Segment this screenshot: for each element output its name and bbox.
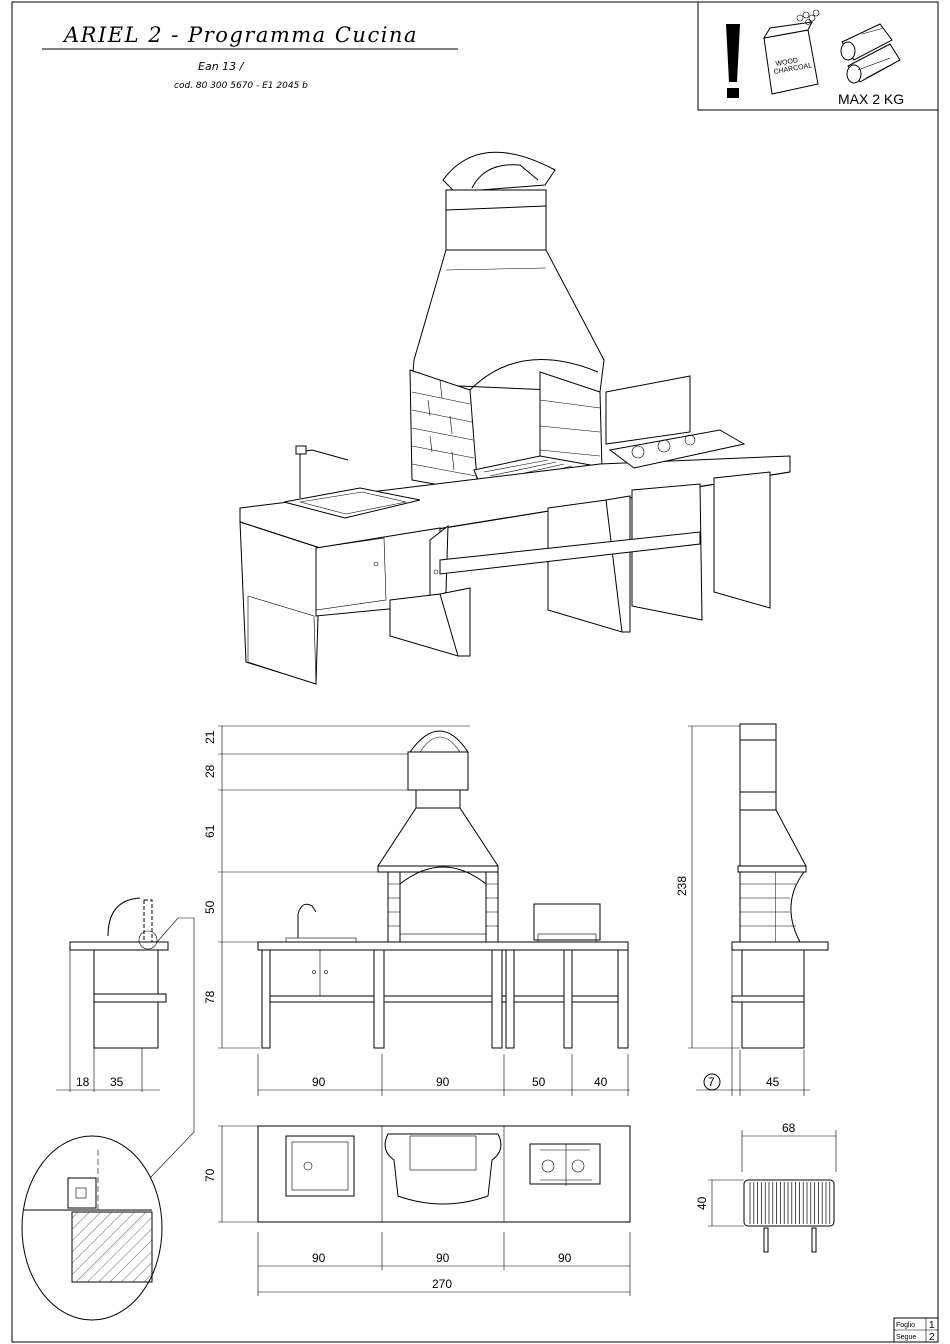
left-width-35: 35 (110, 1075, 124, 1089)
exclamation-icon (726, 24, 740, 98)
segue-value: 2 (929, 1332, 935, 1343)
foglio-label: Foglio (896, 1322, 915, 1329)
height-50: 50 (203, 900, 217, 914)
title: ARIEL 2 - Programma Cucina (62, 23, 418, 47)
height-28: 28 (203, 764, 217, 778)
marker-7: 7 (708, 1075, 715, 1089)
charcoal-bag-icon: WOOD CHARCOAL (764, 10, 819, 94)
grill-detail: 68 40 (695, 1121, 836, 1252)
ean-label: Ean 13 / (198, 60, 245, 73)
warning-box: WOOD CHARCOAL MAX 2 KG (698, 2, 938, 110)
wood-logs-icon (841, 24, 900, 83)
plan-width-90-b: 90 (436, 1251, 450, 1265)
side-elevation: 238 7 45 (675, 724, 828, 1096)
title-block: ARIEL 2 - Programma Cucina Ean 13 / cod.… (42, 23, 458, 91)
width-90-b: 90 (436, 1075, 450, 1089)
plan-width-90-a: 90 (312, 1251, 326, 1265)
height-61: 61 (203, 824, 217, 838)
side-width-45: 45 (766, 1075, 780, 1089)
left-width-18: 18 (76, 1075, 90, 1089)
left-elevation: 18 35 (56, 898, 194, 1178)
detail-circle (22, 1136, 162, 1320)
width-50: 50 (532, 1075, 546, 1089)
footer-block: Foglio 1 Segue 2 (894, 1318, 938, 1343)
plan-total-270: 270 (432, 1277, 452, 1291)
product-code: cod. 80 300 5670 - E1 2045 b (174, 81, 308, 91)
height-21: 21 (203, 730, 217, 744)
width-40: 40 (594, 1075, 608, 1089)
detail-height-40: 40 (695, 1196, 709, 1210)
plan-view: 70 90 90 90 270 (203, 1126, 630, 1296)
segue-label: Segue (896, 1334, 916, 1341)
detail-width-68: 68 (782, 1121, 796, 1135)
width-90-a: 90 (312, 1075, 326, 1089)
max-load-label: MAX 2 KG (838, 91, 904, 107)
front-elevation: 21 28 61 50 78 (203, 726, 630, 1096)
total-height-238: 238 (675, 876, 689, 896)
plan-depth-70: 70 (203, 1168, 217, 1182)
foglio-value: 1 (929, 1320, 935, 1331)
perspective-view (240, 152, 790, 684)
height-78: 78 (203, 990, 217, 1004)
plan-width-90-c: 90 (558, 1251, 572, 1265)
